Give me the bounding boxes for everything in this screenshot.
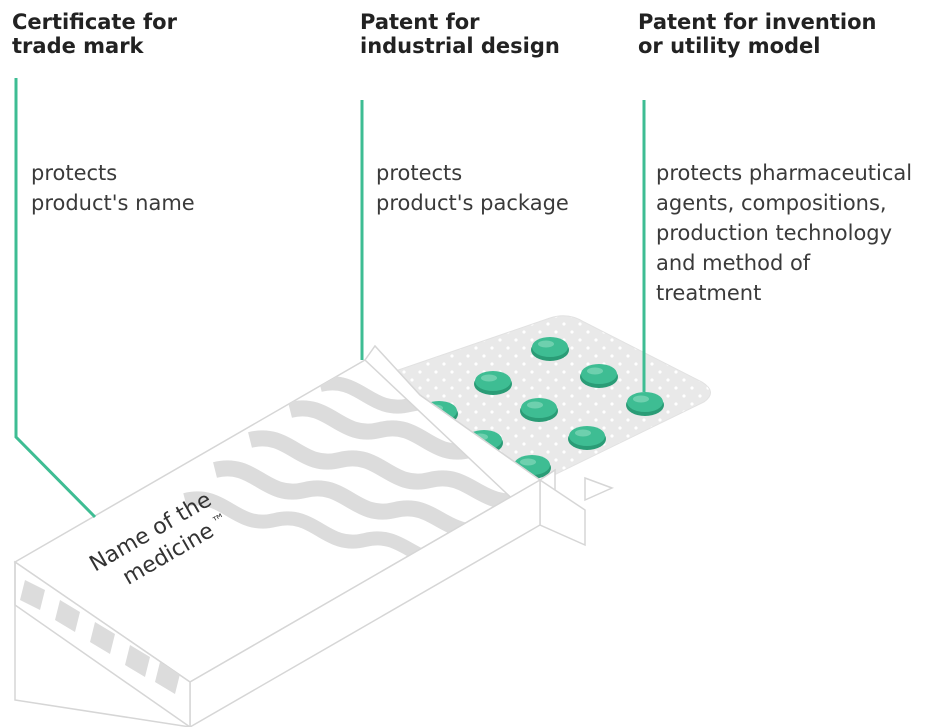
heading-line: or utility model [638,34,821,58]
pill-highlight [481,374,497,382]
heading-line: industrial design [360,34,560,58]
pill-highlight [633,395,649,403]
pill-highlight [527,401,543,409]
heading-line: trade mark [12,34,144,58]
pill-highlight [538,340,554,348]
description-line: protects [31,161,118,185]
description-line: protects pharmaceutical [656,161,913,185]
description-trade-mark: protects product's name [31,158,195,218]
heading-trade-mark: Certificate for trade mark [12,10,177,58]
pill-highlight [520,458,536,466]
description-line: protects [376,161,463,185]
description-line: and method of [656,251,811,275]
description-line: treatment [656,281,762,305]
heading-line: Patent for invention [638,10,877,34]
box-side-face [539,478,586,547]
description-line: product's name [31,191,195,215]
heading-line: Patent for [360,10,480,34]
description-line: agents, compositions, [656,191,887,215]
description-industrial-design: protects product's package [376,158,569,218]
description-line: production technology [656,221,893,245]
trademark-symbol: ™ [210,510,230,531]
pill-highlight [587,367,603,375]
pill-highlight [575,429,591,437]
heading-invention-utility-model: Patent for invention or utility model [638,10,876,58]
heading-line: Certificate for [12,10,177,34]
leader-line-trade-mark [14,78,97,519]
description-line: product's package [376,191,569,215]
box-diamond-pattern [20,580,180,694]
medicine-box [13,344,614,727]
heading-industrial-design: Patent for industrial design [360,10,560,58]
description-invention: protects pharmaceutical agents, composit… [656,158,912,308]
